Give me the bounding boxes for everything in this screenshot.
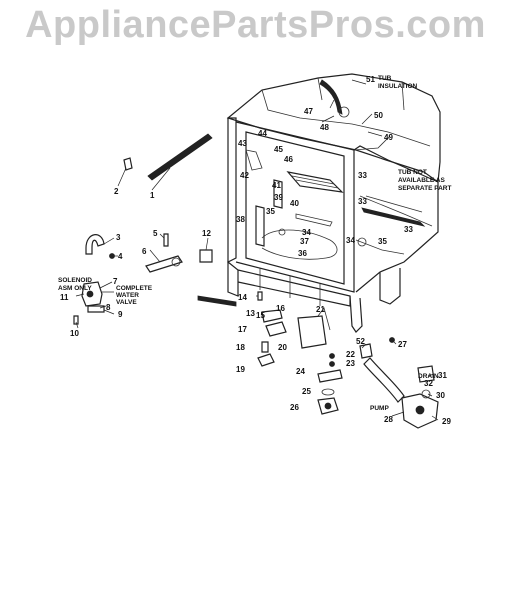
callout-6: 6 — [142, 247, 147, 256]
callout-4: 4 — [118, 252, 123, 261]
callout-leaders — [75, 79, 439, 421]
note-tub-na-1: TUB NOT — [398, 169, 427, 176]
callout-18: 18 — [236, 343, 245, 352]
callout-32: 32 — [424, 379, 433, 388]
callout-21: 21 — [316, 305, 325, 314]
callout-1: 1 — [150, 191, 155, 200]
note-valve-1: COMPLETE — [116, 285, 153, 292]
left-parts — [73, 133, 263, 325]
callout-17: 17 — [238, 325, 247, 334]
callout-13: 13 — [246, 309, 255, 318]
callout-31: 31 — [438, 371, 447, 380]
callout-5: 5 — [153, 229, 158, 238]
callout-27: 27 — [398, 340, 407, 349]
tub-assembly — [226, 73, 441, 333]
note-valve-3: VALVE — [116, 299, 137, 306]
callout-44: 44 — [258, 129, 267, 138]
callout-34a: 34 — [302, 228, 311, 237]
callout-51: 51 — [366, 75, 375, 84]
callout-3: 3 — [116, 233, 121, 242]
callout-29: 29 — [442, 417, 451, 426]
note-drain: DRAIN — [418, 373, 439, 380]
callout-52: 52 — [356, 337, 365, 346]
callout-50: 50 — [374, 111, 383, 120]
callout-8: 8 — [106, 303, 111, 312]
callout-38: 38 — [236, 215, 245, 224]
callouts: 1 2 3 4 5 6 7 8 9 10 11 12 13 14 15 16 1… — [60, 75, 451, 426]
notes: TUB INSULATION TUB NOT AVAILABLE AS SEPA… — [58, 75, 451, 412]
callout-49: 49 — [384, 133, 393, 142]
callout-10: 10 — [70, 329, 79, 338]
callout-40: 40 — [290, 199, 299, 208]
note-solenoid-2: ASM ONLY — [58, 285, 92, 292]
callout-42: 42 — [240, 171, 249, 180]
callout-23: 23 — [346, 359, 355, 368]
callout-28: 28 — [384, 415, 393, 424]
callout-30: 30 — [436, 391, 445, 400]
callout-25: 25 — [302, 387, 311, 396]
callout-34b: 34 — [346, 236, 355, 245]
callout-33a: 33 — [358, 171, 367, 180]
callout-22: 22 — [346, 350, 355, 359]
callout-20: 20 — [278, 343, 287, 352]
callout-19: 19 — [236, 365, 245, 374]
callout-33c: 33 — [404, 225, 413, 234]
pump-assembly — [359, 337, 439, 429]
note-tub-na-2: AVAILABLE AS — [398, 177, 445, 184]
note-solenoid-1: SOLENOID — [58, 277, 92, 284]
callout-26: 26 — [290, 403, 299, 412]
note-tub-insulation-1: TUB — [378, 75, 392, 82]
callout-35a: 35 — [266, 207, 275, 216]
callout-16: 16 — [276, 304, 285, 313]
callout-41: 41 — [272, 181, 281, 190]
callout-15: 15 — [256, 311, 265, 320]
note-tub-insulation-2: INSULATION — [378, 83, 418, 90]
callout-12: 12 — [202, 229, 211, 238]
lower-parts — [257, 307, 343, 415]
callout-45: 45 — [274, 145, 283, 154]
callout-48: 48 — [320, 123, 329, 132]
callout-39: 39 — [274, 193, 283, 202]
callout-37: 37 — [300, 237, 309, 246]
callout-14: 14 — [238, 293, 247, 302]
note-valve-2: WATER — [116, 292, 139, 299]
callout-7: 7 — [113, 277, 118, 286]
callout-47: 47 — [304, 107, 313, 116]
callout-43: 43 — [238, 139, 247, 148]
note-tub-na-3: SEPARATE PART — [398, 185, 451, 192]
callout-33b: 33 — [358, 197, 367, 206]
callout-9: 9 — [118, 310, 123, 319]
callout-2: 2 — [114, 187, 119, 196]
callout-46: 46 — [284, 155, 293, 164]
watermark: AppliancePartsPros.com — [25, 4, 486, 46]
callout-35b: 35 — [378, 237, 387, 246]
note-pump: PUMP — [370, 405, 389, 412]
callout-36: 36 — [298, 249, 307, 258]
callout-24: 24 — [296, 367, 305, 376]
callout-11: 11 — [60, 293, 69, 302]
